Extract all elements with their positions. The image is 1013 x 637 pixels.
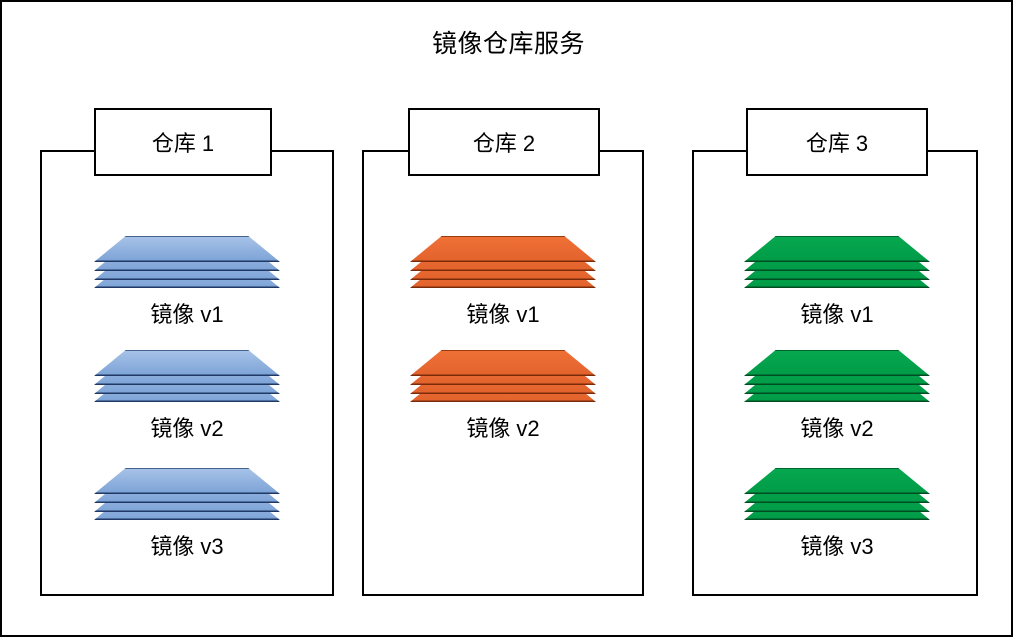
repository-label-text: 仓库 2 — [472, 131, 536, 156]
image-layer — [94, 468, 280, 494]
repo-border-top-right — [600, 150, 644, 152]
image-stack-label: 镜像 v3 — [150, 534, 224, 559]
repo-border-bottom — [40, 594, 334, 596]
image-stack-group-3-v1[interactable]: 镜像 v1 — [732, 236, 942, 329]
image-layer-stack — [94, 236, 280, 288]
image-layer — [94, 350, 280, 376]
repository-label-3[interactable]: 仓库 3 — [746, 108, 928, 176]
repo-border-top-right — [928, 150, 978, 152]
image-layer-stack — [94, 468, 280, 520]
image-layer — [744, 468, 930, 494]
repo-border-left — [692, 150, 694, 596]
repo-border-bottom — [362, 594, 644, 596]
repository-label-text: 仓库 3 — [805, 131, 869, 156]
image-layer-stack — [94, 350, 280, 402]
repository-label-2[interactable]: 仓库 2 — [408, 108, 600, 176]
image-layer — [94, 236, 280, 262]
repo-border-top-left — [362, 150, 408, 152]
repo-border-left — [40, 150, 42, 596]
image-stack-label: 镜像 v2 — [800, 416, 874, 441]
image-stack-group-1-v2[interactable]: 镜像 v2 — [82, 350, 292, 443]
image-stack-group-2-v1[interactable]: 镜像 v1 — [398, 236, 608, 329]
image-layer — [410, 236, 596, 262]
repo-border-left — [362, 150, 364, 596]
image-layer-stack — [410, 350, 596, 402]
repository-container-2 — [362, 150, 644, 596]
repo-border-bottom — [692, 594, 978, 596]
image-stack-label: 镜像 v1 — [466, 302, 540, 327]
repo-border-right — [332, 150, 334, 596]
page-title: 镜像仓库服务 — [431, 30, 585, 58]
repository-label-1[interactable]: 仓库 1 — [94, 108, 272, 176]
image-layer-stack — [410, 236, 596, 288]
image-stack-label: 镜像 v2 — [466, 416, 540, 441]
repo-border-right — [976, 150, 978, 596]
image-stack-label: 镜像 v2 — [150, 416, 224, 441]
image-layer-stack — [744, 468, 930, 520]
repository-container-3 — [692, 150, 978, 596]
repo-border-right — [642, 150, 644, 596]
image-stack-group-1-v1[interactable]: 镜像 v1 — [82, 236, 292, 329]
image-layer-stack — [744, 350, 930, 402]
image-layer — [410, 350, 596, 376]
repo-border-top-right — [272, 150, 334, 152]
image-stack-group-1-v3[interactable]: 镜像 v3 — [82, 468, 292, 561]
repo-border-top-left — [40, 150, 94, 152]
image-stack-group-3-v3[interactable]: 镜像 v3 — [732, 468, 942, 561]
image-stack-group-3-v2[interactable]: 镜像 v2 — [732, 350, 942, 443]
image-stack-group-2-v2[interactable]: 镜像 v2 — [398, 350, 608, 443]
repo-border-top-left — [692, 150, 746, 152]
image-stack-label: 镜像 v3 — [800, 534, 874, 559]
image-stack-label: 镜像 v1 — [800, 302, 874, 327]
repository-label-text: 仓库 1 — [151, 131, 215, 156]
image-layer — [744, 236, 930, 262]
image-layer-stack — [744, 236, 930, 288]
image-stack-label: 镜像 v1 — [150, 302, 224, 327]
image-layer — [744, 350, 930, 376]
repository-container-1 — [40, 150, 334, 596]
